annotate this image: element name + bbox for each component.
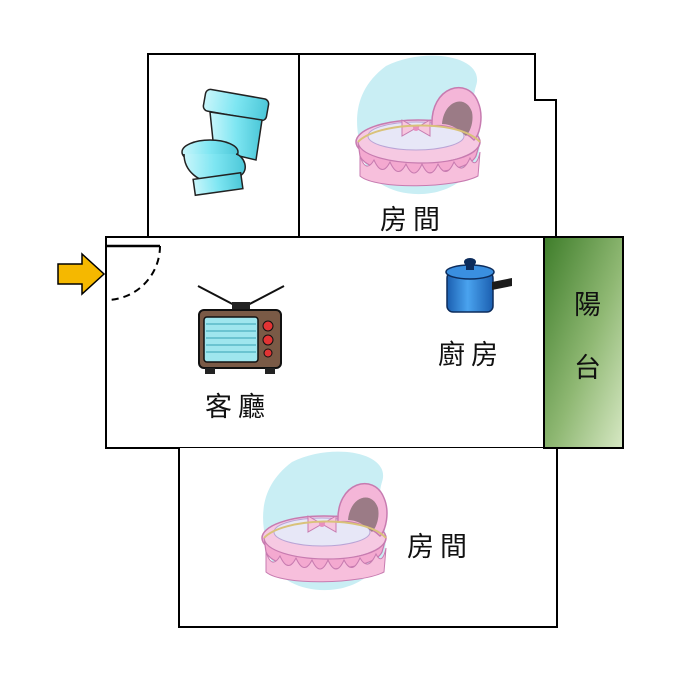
crib-icon [261, 450, 388, 592]
bedroom-top-label: 房間 [380, 205, 446, 236]
tv-icon [197, 285, 285, 374]
crib-icon [355, 54, 482, 196]
balcony [543, 236, 624, 449]
entrance-arrow-icon [57, 252, 106, 296]
toilet-icon [181, 88, 270, 197]
entrance-door [105, 244, 161, 301]
kitchen-label: 廚房 [438, 340, 504, 371]
living-room-label: 客廳 [205, 392, 271, 423]
cooking-pot-icon [445, 258, 512, 313]
bedroom-bottom-label: 房間 [407, 532, 473, 563]
balcony-label: 陽台 [569, 290, 600, 416]
